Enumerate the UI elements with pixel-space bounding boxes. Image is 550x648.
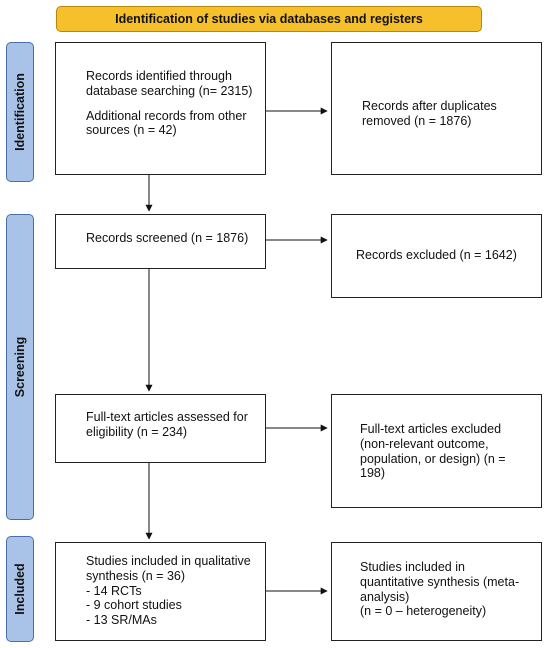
- fulltext-assessed-box: Full-text articles assessed for eligibil…: [55, 394, 266, 463]
- qualitative-item: - 14 RCTs: [86, 583, 142, 598]
- records-identified-text: Records identified through database sear…: [86, 69, 253, 98]
- fulltext-excluded-text: Full-text articles excluded (non-relevan…: [360, 422, 506, 481]
- quantitative-note: (n = 0 – heterogeneity): [360, 604, 487, 619]
- records-excluded-box: Records excluded (n = 1642): [331, 214, 542, 298]
- qualitative-synthesis-box: Studies included in qualitative synthesi…: [55, 542, 266, 641]
- quantitative-synthesis-box: Studies included in quantitative synthes…: [331, 542, 542, 641]
- after-duplicates-box: Records after duplicates removed (n = 18…: [331, 42, 542, 175]
- phase-screening: Screening: [6, 214, 34, 520]
- quantitative-title: Studies included in quantitative synthes…: [360, 560, 520, 604]
- header-title: Identification of studies via databases …: [115, 12, 423, 26]
- header-banner: Identification of studies via databases …: [56, 6, 482, 32]
- records-excluded-text: Records excluded (n = 1642): [356, 248, 517, 262]
- records-identified-box: Records identified through database sear…: [55, 42, 266, 175]
- qualitative-title: Studies included in qualitative synthesi…: [86, 554, 251, 583]
- records-screened-text: Records screened (n = 1876): [86, 231, 249, 245]
- qualitative-item: - 13 SR/MAs: [86, 613, 157, 627]
- phase-included: Included: [6, 536, 34, 642]
- fulltext-assessed-text: Full-text articles assessed for eligibil…: [86, 410, 248, 439]
- additional-records-text: Additional records from other sources (n…: [86, 108, 247, 138]
- after-duplicates-text: Records after duplicates removed (n = 18…: [362, 99, 497, 128]
- qualitative-item: - 9 cohort studies: [86, 598, 182, 613]
- fulltext-excluded-box: Full-text articles excluded (non-relevan…: [331, 394, 542, 508]
- records-screened-box: Records screened (n = 1876): [55, 214, 266, 269]
- phase-identification: Identification: [6, 42, 34, 182]
